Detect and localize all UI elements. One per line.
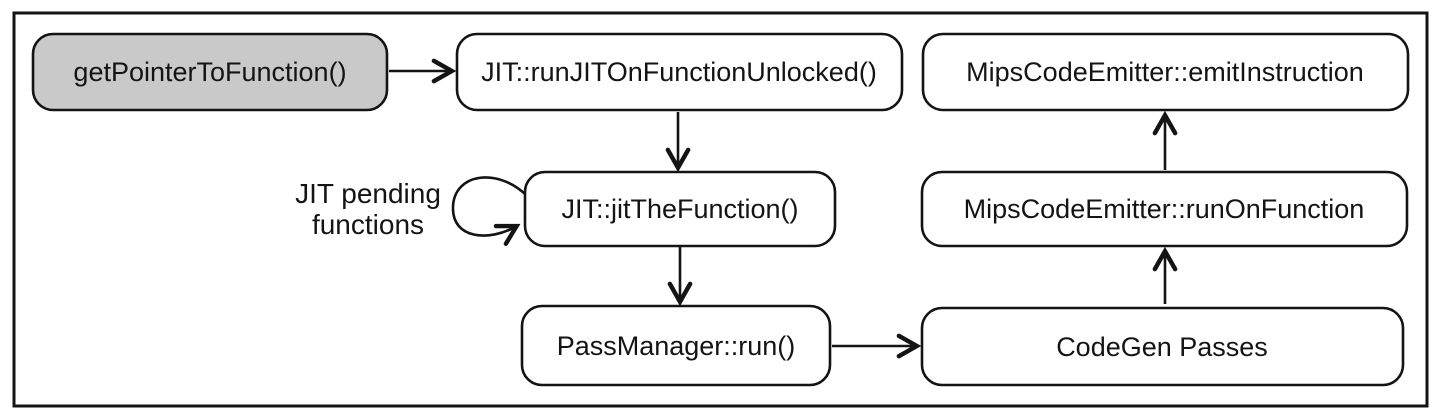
node-run-on-function: MipsCodeEmitter::runOnFunction xyxy=(920,170,1409,248)
node-emit-instruction: MipsCodeEmitter::emitInstruction xyxy=(921,32,1410,112)
run-on-function-box xyxy=(920,170,1409,248)
node-pass-manager-run: PassManager::run() xyxy=(520,304,832,387)
node-get-pointer-to-function: getPointerToFunction() xyxy=(31,32,389,112)
pass-manager-run-label: PassManager::run() xyxy=(557,331,796,361)
run-on-function-label: MipsCodeEmitter::runOnFunction xyxy=(964,194,1365,224)
diagram-border xyxy=(12,11,1429,408)
self-loop-jit-pending xyxy=(451,176,528,246)
node-codegen-passes: CodeGen Passes xyxy=(920,306,1405,387)
jit-the-function-label: JIT::jitTheFunction() xyxy=(561,194,798,224)
pass-manager-run-box xyxy=(520,304,832,387)
run-jit-on-function-unlocked-box xyxy=(455,32,904,112)
get-pointer-to-function-box xyxy=(31,32,389,112)
codegen-passes-box xyxy=(920,306,1405,387)
codegen-passes-label: CodeGen Passes xyxy=(1056,332,1268,362)
run-jit-on-function-unlocked-label: JIT::runJITOnFunctionUnlocked() xyxy=(481,57,877,87)
emit-instruction-box xyxy=(921,32,1410,112)
node-run-jit-on-function-unlocked: JIT::runJITOnFunctionUnlocked() xyxy=(455,32,904,112)
node-jit-the-function: JIT::jitTheFunction() xyxy=(523,170,837,248)
emit-instruction-label: MipsCodeEmitter::emitInstruction xyxy=(966,57,1364,87)
jit-pending-label-line1: JIT pending xyxy=(295,178,441,209)
get-pointer-to-function-label: getPointerToFunction() xyxy=(73,57,346,87)
jit-the-function-box xyxy=(523,170,837,248)
jit-pending-label-line2: functions xyxy=(312,209,424,240)
